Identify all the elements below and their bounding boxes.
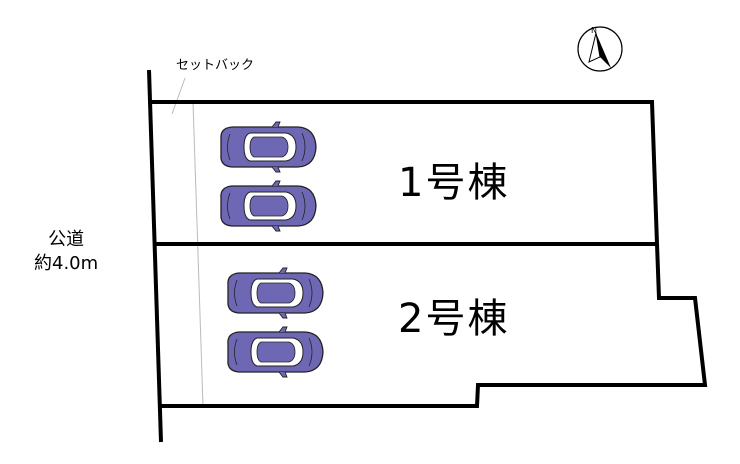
car-lot2-2 [227, 326, 324, 378]
road-boundary-line [147, 69, 163, 443]
lot1-boundary [151, 100, 660, 246]
north-arrow-icon [577, 26, 623, 72]
car-lot2-1 [227, 267, 324, 319]
setback-leader-line [171, 77, 186, 115]
road-name: 公道 [48, 229, 85, 250]
road-width: 約4.0m [34, 253, 99, 274]
lot1-label: 1号棟 [398, 160, 510, 206]
car-lot1-2 [220, 180, 317, 232]
lot2-label: 2号棟 [398, 296, 510, 342]
setback-line [192, 101, 204, 407]
road-label: 公道 約4.0m [34, 228, 98, 276]
car-lot1-1 [220, 121, 317, 173]
lot2-boundary [160, 243, 708, 408]
setback-label: セットバック [176, 58, 255, 73]
north-label: N [591, 26, 597, 35]
